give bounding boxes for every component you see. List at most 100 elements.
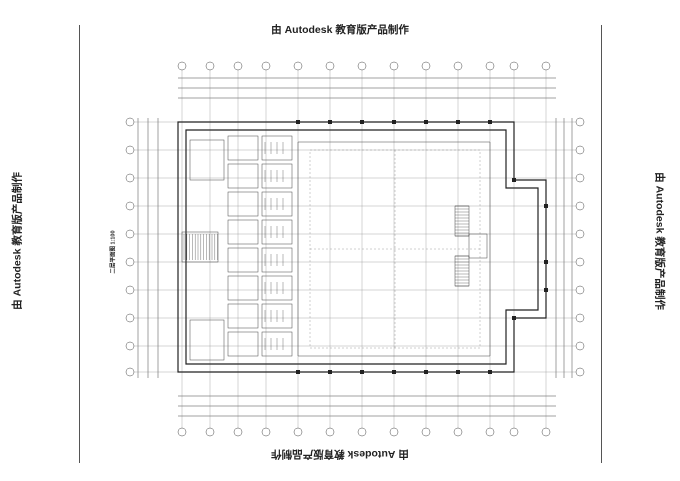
grid-bubble [575,257,585,267]
dimension-lines-right [555,118,573,378]
grid-bubble [575,117,585,127]
grid-bubble [575,341,585,351]
grid-bubble [357,61,367,71]
main-hall [297,141,491,357]
grid-lines-horizontal [125,117,585,377]
grid-bubble [125,313,135,323]
grid-bubble [233,427,243,437]
grid-bubble [485,61,495,71]
grid-bubble [575,229,585,239]
room [227,331,259,357]
grid-bubble [177,61,187,71]
column [512,316,516,320]
grid-bubble [509,61,519,71]
room [189,319,225,361]
grid-bubble [261,427,271,437]
column [544,288,548,292]
column [488,370,492,374]
grid-bubble [453,61,463,71]
left-stair-block [181,231,219,263]
service-rooms [189,135,293,361]
room [227,163,259,189]
grid-bubble [575,145,585,155]
room [261,163,293,189]
grid-bubble [421,427,431,437]
column [544,204,548,208]
grid-bubble [389,61,399,71]
room [261,331,293,357]
grid-bubble [177,427,187,437]
grid-bubble [125,229,135,239]
grid-bubble [293,61,303,71]
grid-bubble [125,367,135,377]
column [328,370,332,374]
room [261,303,293,329]
grid-bubble [293,427,303,437]
grid-bubble [541,427,551,437]
column [328,120,332,124]
grid-lines-vertical [177,61,551,437]
grid-bubble [125,201,135,211]
grid-bubble [125,145,135,155]
room [227,191,259,217]
room [227,247,259,273]
dimension-lines-top [178,77,556,99]
room [227,303,259,329]
grid-bubble [205,427,215,437]
building-outline [177,121,547,373]
grid-bubble [485,427,495,437]
room [227,219,259,245]
grid-bubble [233,61,243,71]
column [424,120,428,124]
grid-bubble [125,285,135,295]
grid-bubble [125,257,135,267]
grid-bubble [325,61,335,71]
grid-bubble [325,427,335,437]
grid-bubble [261,61,271,71]
room [189,139,225,181]
column [544,260,548,264]
stage-stair [454,205,488,287]
grid-bubble [125,117,135,127]
room [227,135,259,161]
room [261,135,293,161]
column [360,370,364,374]
dimension-lines-bottom [178,395,556,417]
column [392,370,396,374]
sheet-border-right [601,25,602,463]
grid-bubble [575,201,585,211]
column [456,370,460,374]
column [296,120,300,124]
room [227,275,259,301]
column [488,120,492,124]
column [424,370,428,374]
column [296,370,300,374]
grid-bubble [541,61,551,71]
room [261,275,293,301]
grid-bubble [389,427,399,437]
grid-bubble [575,313,585,323]
grid-bubble [575,367,585,377]
column [456,120,460,124]
watermark-top: 由 Autodesk 教育版产品制作 [271,24,409,36]
structural-columns [296,120,548,374]
room [261,219,293,245]
grid-bubble [509,427,519,437]
column [392,120,396,124]
room [261,247,293,273]
dimension-lines-left [137,118,159,378]
grid-bubble [453,427,463,437]
grid-bubble [357,427,367,437]
grid-bubble [575,285,585,295]
grid-bubble [125,341,135,351]
column [512,178,516,182]
grid-bubble [421,61,431,71]
grid-bubble [125,173,135,183]
column [360,120,364,124]
sheet-border-left [79,25,80,463]
grid-bubble [205,61,215,71]
grid-bubble [575,173,585,183]
room [261,191,293,217]
